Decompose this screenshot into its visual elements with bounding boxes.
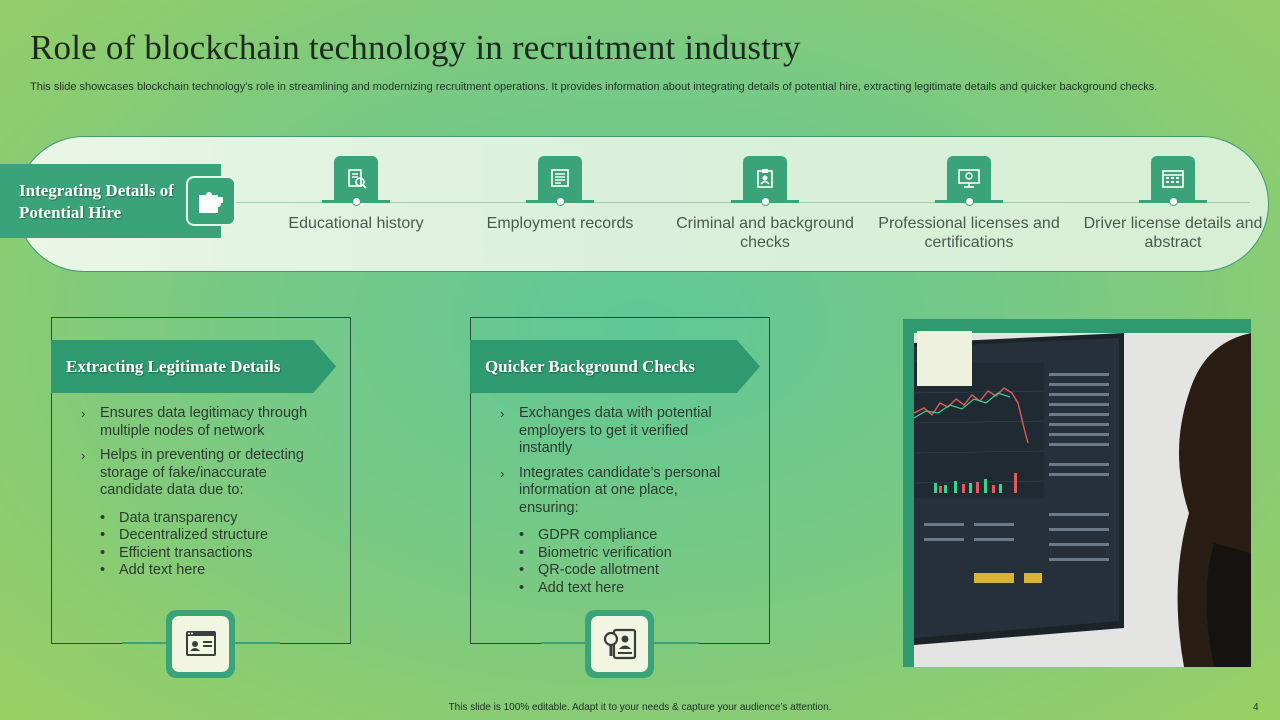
slide-title: Role of blockchain technology in recruit…: [30, 28, 801, 67]
slide-subtitle: This slide showcases blockchain technolo…: [30, 81, 1158, 93]
list-subitem: •GDPR compliance: [519, 527, 658, 543]
records-icon: [538, 156, 582, 200]
list-item: ›Exchanges data with potential employers…: [500, 405, 712, 456]
decorative-square: [917, 331, 972, 386]
list-subitem: •Add text here: [100, 562, 206, 578]
list-item: ›Integrates candidate’s personal informa…: [500, 464, 721, 516]
list-item: ›Ensures data legitimacy through multipl…: [81, 405, 308, 439]
step-label: Educational history: [288, 215, 424, 232]
step-licenses: Professional licenses and certifications: [869, 156, 1069, 252]
step-criminal: Criminal and background checks: [665, 156, 865, 252]
list-subitem: •Biometric verification: [519, 544, 672, 561]
step-employment: Employment records: [460, 156, 660, 233]
page-number: 4: [1253, 702, 1259, 713]
list-subitem: •Add text here: [519, 579, 625, 596]
list-subitem: •Decentralized structure: [100, 527, 269, 543]
trading-screen-photo: [914, 333, 1251, 667]
puzzle-icon: [186, 176, 236, 226]
step-label: Driver license details and abstract: [1083, 215, 1263, 251]
extracting-heading: Extracting Legitimate Details: [51, 340, 336, 393]
integration-heading: Integrating Details of Potential Hire: [19, 181, 174, 222]
step-label: Professional licenses and certifications: [878, 215, 1060, 251]
id-card-icon: [166, 610, 235, 678]
quicker-list: ›Exchanges data with potential employers…: [500, 405, 735, 597]
step-label: Criminal and background checks: [676, 215, 854, 251]
step-label: Employment records: [486, 215, 634, 232]
list-subitem: •QR-code allotment: [519, 562, 659, 578]
list-subitem: •Efficient transactions: [100, 544, 253, 561]
step-driver: Driver license details and abstract: [1073, 156, 1273, 252]
list-subitem: •Data transparency: [100, 509, 238, 526]
quicker-heading: Quicker Background Checks: [470, 340, 760, 393]
list-item: ›Helps in preventing or detecting storag…: [81, 447, 304, 498]
extracting-list: ›Ensures data legitimacy through multipl…: [81, 405, 331, 580]
integration-tag: [0, 164, 221, 238]
education-icon: [334, 156, 378, 200]
step-educational: Educational history: [256, 156, 456, 233]
footer-note: This slide is 100% editable. Adapt it to…: [448, 702, 832, 713]
certificate-monitor-icon: [947, 156, 991, 200]
clipboard-icon: [743, 156, 787, 200]
calendar-icon: [1151, 156, 1195, 200]
profile-search-icon: [585, 610, 654, 678]
